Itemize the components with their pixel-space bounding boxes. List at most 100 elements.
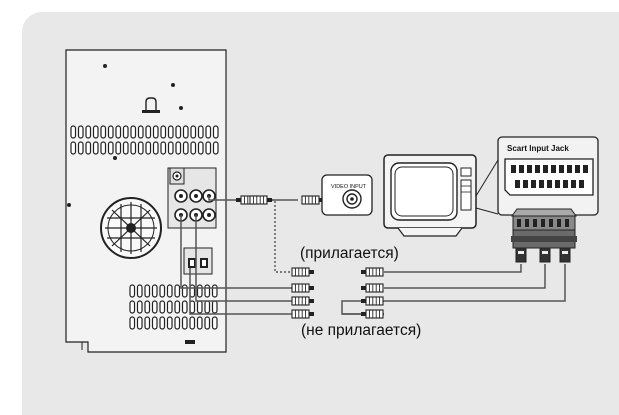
- scart-pin: [579, 180, 584, 188]
- vent-slot: [152, 125, 159, 139]
- rca-plug: [291, 283, 314, 293]
- rca-plug: [291, 267, 314, 277]
- scart-pin: [519, 165, 524, 173]
- vent-slot: [181, 284, 188, 298]
- rca-plugs: [236, 195, 384, 319]
- vent-slot: [85, 125, 92, 139]
- vent-slot: [129, 316, 136, 330]
- rca-plug: [361, 267, 384, 277]
- scart-pin: [543, 165, 548, 173]
- vent-slot: [137, 141, 144, 155]
- vent-slot: [160, 141, 167, 155]
- rca-plug: [249, 195, 272, 205]
- vent-slot: [204, 300, 211, 314]
- scart-pin: [575, 165, 580, 173]
- scart-input-jack-callout: Scart Input Jack: [475, 136, 599, 216]
- vent-slot: [136, 300, 143, 314]
- vent-slot: [166, 284, 173, 298]
- vent-slot: [174, 284, 181, 298]
- cooling-fan: [100, 197, 162, 259]
- not-supplied-cable-label: (не прилагается): [301, 322, 421, 339]
- vent-slot: [182, 141, 189, 155]
- scart-pin: [531, 180, 536, 188]
- video-input-label: VIDEO INPUT: [331, 184, 367, 190]
- vent-slot: [129, 300, 136, 314]
- vent-slot: [144, 284, 151, 298]
- vent-slot: [107, 125, 114, 139]
- vent-slot: [115, 125, 122, 139]
- audio-cable-3: [189, 268, 292, 315]
- vent-slot: [189, 316, 196, 330]
- vent-slot: [167, 125, 174, 139]
- vent-slot: [136, 284, 143, 298]
- vent-slot: [115, 141, 122, 155]
- vent-slot: [151, 284, 158, 298]
- vent-slot: [181, 316, 188, 330]
- scart-pin: [583, 165, 588, 173]
- vent-slot: [107, 141, 114, 155]
- rca-plug: [301, 195, 324, 205]
- vent-slot: [130, 141, 137, 155]
- vent-slot: [100, 125, 107, 139]
- vent-slot: [70, 125, 77, 139]
- scart-pin: [571, 180, 576, 188]
- vent-slot: [166, 300, 173, 314]
- vent-slot: [122, 125, 129, 139]
- vent-slot: [136, 316, 143, 330]
- scart-input-jack-label: Scart Input Jack: [507, 144, 569, 153]
- scart-pin: [527, 165, 532, 173]
- vent-slot: [205, 125, 212, 139]
- rca-plug: [361, 296, 384, 306]
- vent-slot: [175, 141, 182, 155]
- vent-slot: [159, 316, 166, 330]
- rca-plug: [361, 309, 384, 319]
- audio-cable-1: [180, 215, 292, 289]
- vent-slot: [181, 300, 188, 314]
- scart-pin: [563, 180, 568, 188]
- video-input-jack: VIDEO INPUT: [321, 174, 373, 216]
- scart-adapter: [511, 208, 577, 263]
- audio-cable-2: [195, 215, 292, 302]
- vent-slot: [122, 141, 129, 155]
- vent-slot: [151, 316, 158, 330]
- video-cable: [208, 196, 244, 201]
- vent-slot: [174, 300, 181, 314]
- vent-slot: [175, 125, 182, 139]
- vent-slot: [204, 284, 211, 298]
- vent-slot: [204, 316, 211, 330]
- vent-slot: [211, 316, 218, 330]
- vent-slot: [145, 125, 152, 139]
- scart-pin: [515, 180, 520, 188]
- rca-plug: [291, 296, 314, 306]
- scart-pin: [551, 165, 556, 173]
- vent-slot: [182, 125, 189, 139]
- vent-slot: [196, 300, 203, 314]
- vent-grille-bottom: [129, 284, 218, 330]
- vent-slot: [144, 300, 151, 314]
- scart-pin: [539, 180, 544, 188]
- vent-slot: [77, 141, 84, 155]
- vent-slot: [152, 141, 159, 155]
- supplied-video-cable-dashed: [268, 199, 292, 273]
- vent-grille-top: [70, 125, 219, 155]
- vent-slot: [197, 125, 204, 139]
- supplied-cable-label: (прилагается): [300, 245, 399, 262]
- vent-slot: [190, 125, 197, 139]
- vent-slot: [196, 284, 203, 298]
- vent-slot: [167, 141, 174, 155]
- vent-slot: [145, 141, 152, 155]
- rca-plug: [361, 283, 384, 293]
- television: [383, 154, 477, 237]
- vent-slot: [166, 316, 173, 330]
- vent-slot: [159, 284, 166, 298]
- vent-slot: [212, 141, 219, 155]
- scart-pin: [547, 180, 552, 188]
- rca-plug: [291, 309, 314, 319]
- vent-slot: [144, 316, 151, 330]
- vent-slot: [77, 125, 84, 139]
- vent-slot: [130, 125, 137, 139]
- vent-slot: [211, 284, 218, 298]
- vent-slot: [212, 125, 219, 139]
